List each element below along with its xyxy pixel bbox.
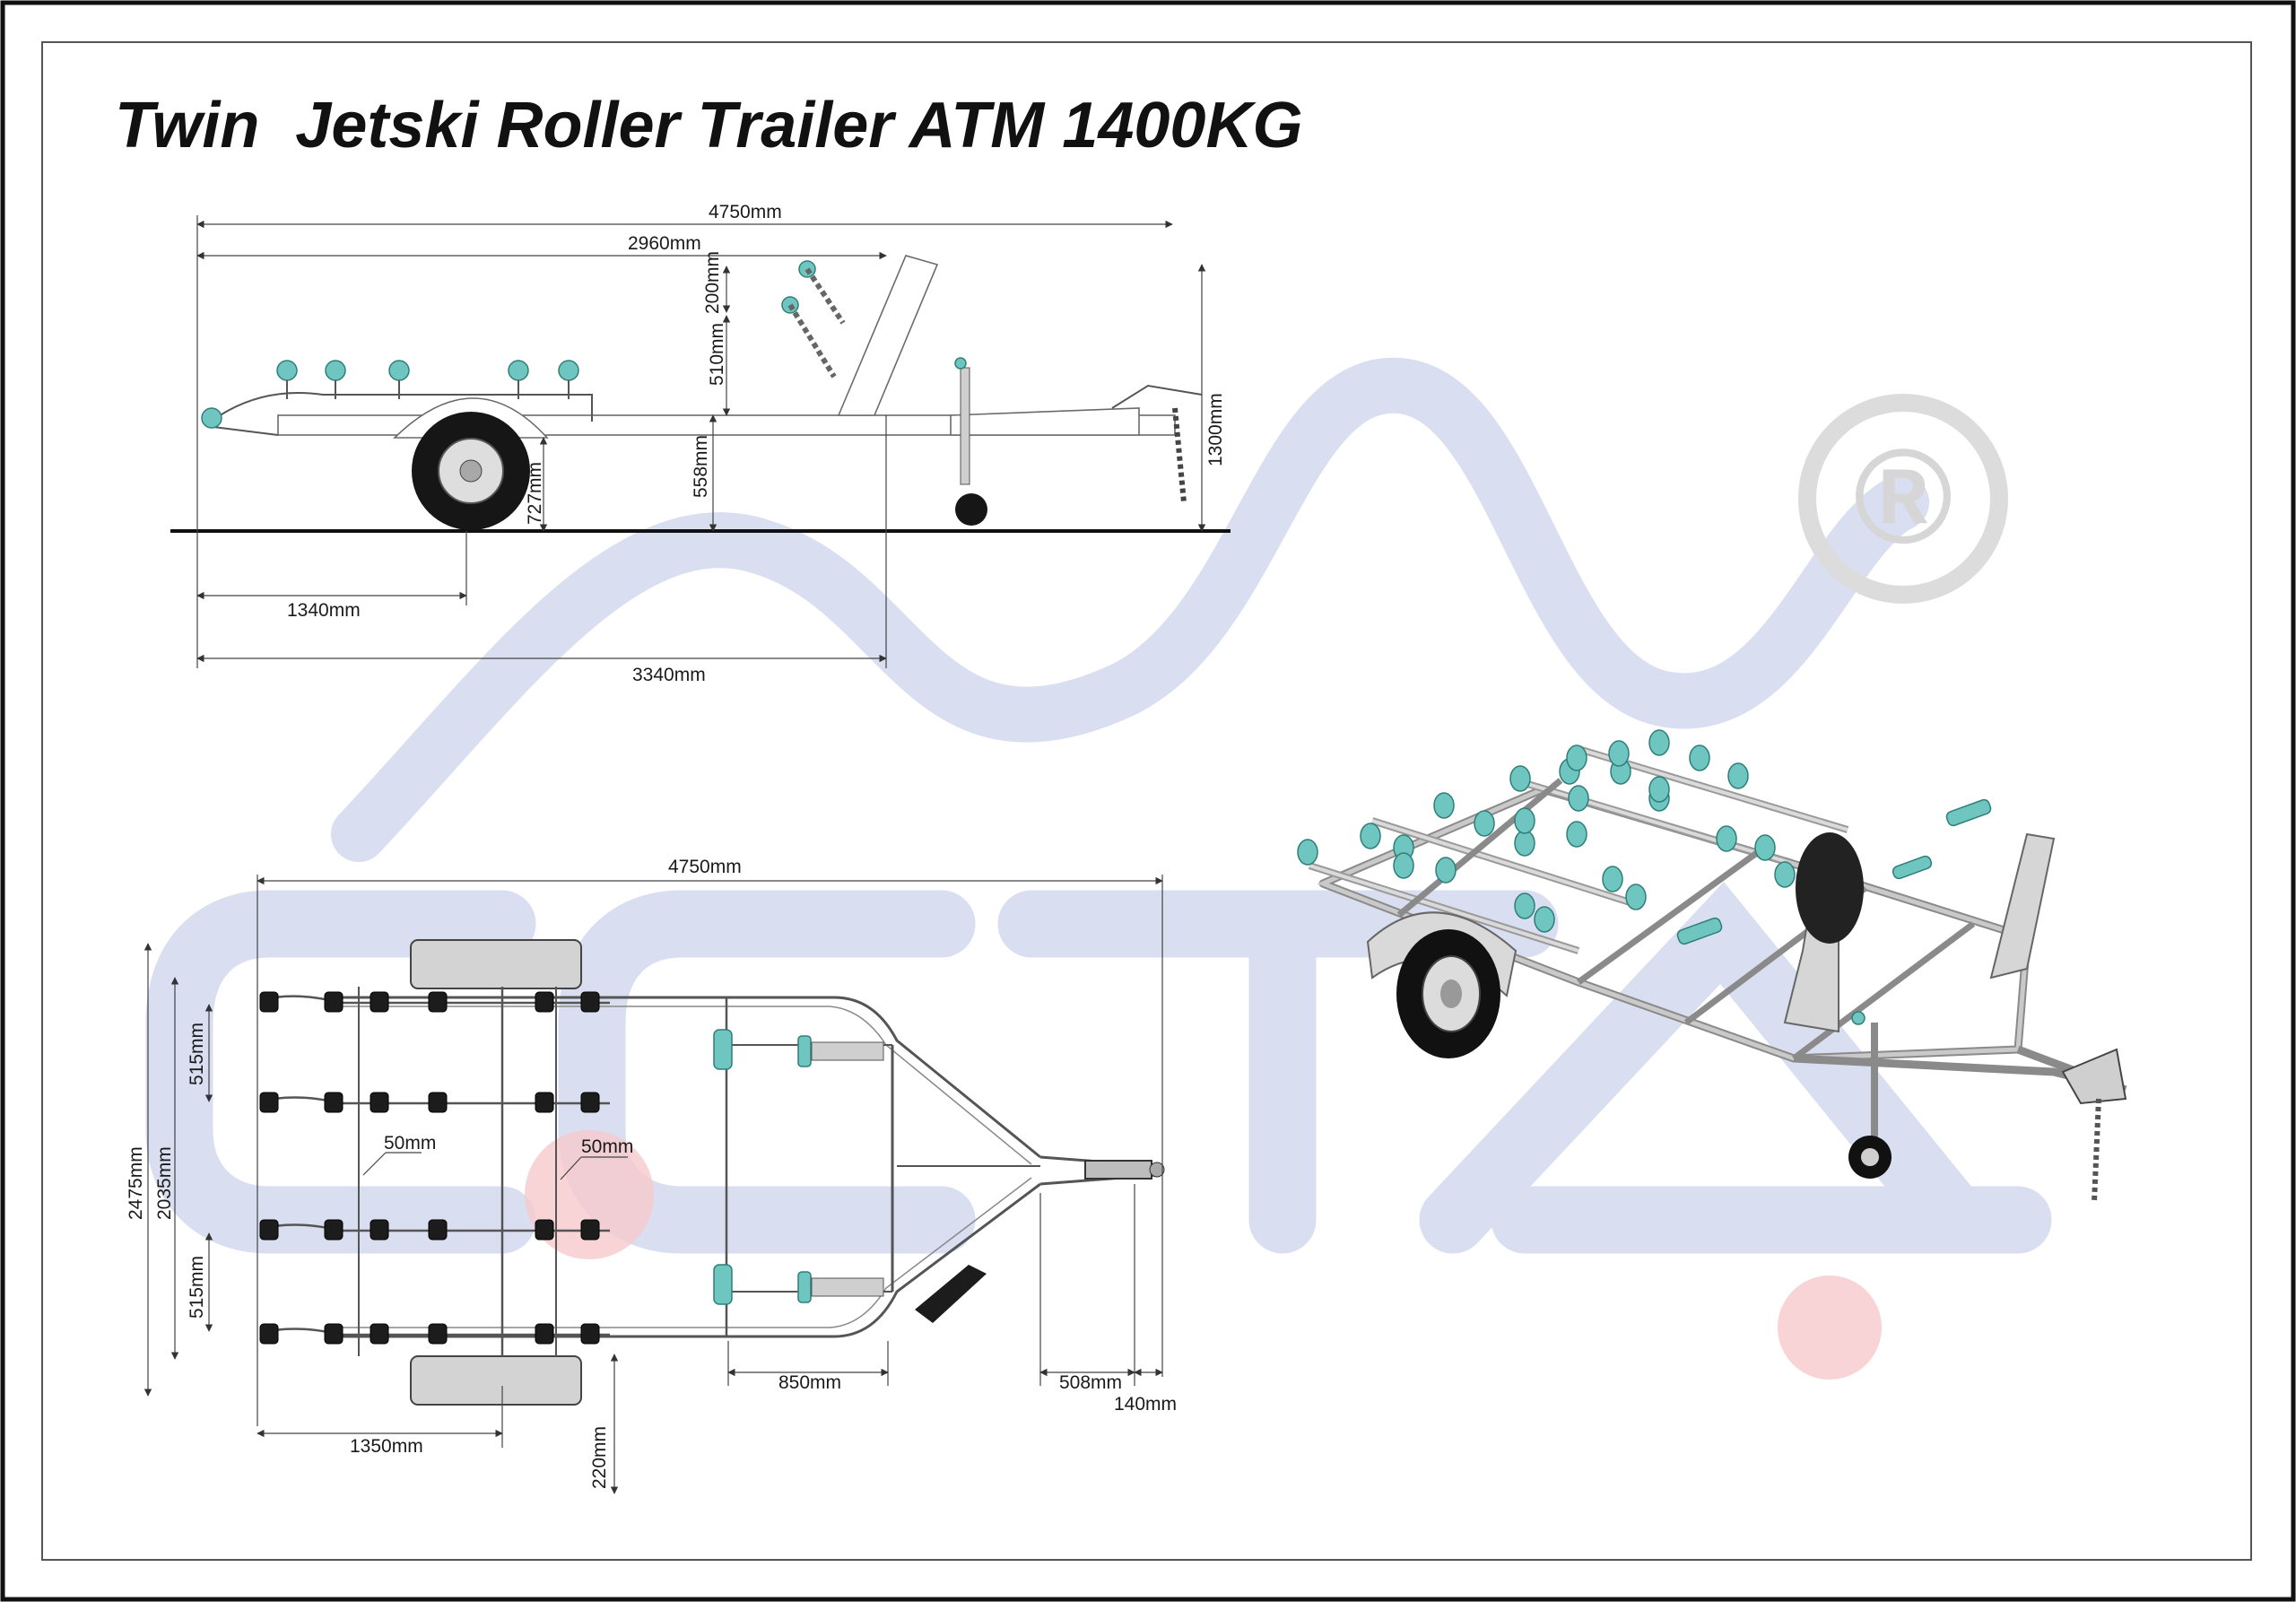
side-view-dimensions: 4750mm 2960mm 200mm 510mm 558mm 727mm 13… bbox=[196, 202, 1226, 685]
side-coupling bbox=[1111, 384, 1203, 409]
top-fender-upper bbox=[410, 939, 582, 989]
side-roller-4 bbox=[388, 360, 410, 381]
dim-top-1350: 1350mm bbox=[350, 1436, 423, 1457]
side-roller-6 bbox=[558, 360, 579, 381]
top-fender-lower bbox=[410, 1355, 582, 1406]
side-view-drawing bbox=[170, 255, 1231, 533]
dim-side-727: 727mm bbox=[525, 462, 545, 525]
watermark-wave bbox=[331, 357, 1929, 862]
dim-side-2960: 2960mm bbox=[628, 233, 701, 254]
dim-top-50-right: 50mm bbox=[581, 1136, 633, 1157]
side-jockey-post bbox=[960, 367, 970, 485]
top-rollers bbox=[259, 991, 600, 1345]
side-roller-5 bbox=[508, 360, 529, 381]
dim-side-558: 558mm bbox=[691, 435, 711, 498]
dim-top-2035: 2035mm bbox=[154, 1146, 175, 1220]
top-winch-post-upper bbox=[811, 1041, 884, 1061]
watermark-letter-a bbox=[1419, 882, 2052, 1254]
top-coupling bbox=[1084, 1160, 1152, 1180]
side-wheel-hub bbox=[459, 459, 483, 483]
side-jockey-handle bbox=[954, 357, 967, 370]
top-main-frame-inner bbox=[341, 1006, 1032, 1328]
top-winch-post-lower bbox=[811, 1277, 884, 1297]
dim-top-515-lower: 515mm bbox=[187, 1256, 207, 1319]
dim-side-200: 200mm bbox=[702, 251, 723, 314]
top-coupling-ball bbox=[1149, 1162, 1165, 1178]
persp-cross-members bbox=[1396, 778, 1976, 1061]
dim-top-50-left: 50mm bbox=[384, 1133, 436, 1154]
side-rear-bunk bbox=[210, 392, 593, 422]
side-roller-3 bbox=[325, 360, 346, 381]
dim-top-515-upper: 515mm bbox=[187, 1023, 207, 1085]
top-view-drawing bbox=[259, 939, 1165, 1406]
dim-top-508: 508mm bbox=[1059, 1372, 1122, 1393]
dim-side-3340: 3340mm bbox=[632, 665, 706, 685]
side-jockey-wheel bbox=[955, 493, 987, 526]
persp-wheel-far bbox=[1796, 832, 1864, 944]
side-bow-post bbox=[837, 255, 939, 416]
dim-top-850: 850mm bbox=[778, 1372, 841, 1393]
side-bow-chain bbox=[787, 267, 846, 379]
watermark-dot-right bbox=[1778, 1276, 1882, 1380]
side-rear-bunk-arm bbox=[205, 425, 279, 436]
dim-top-2475: 2475mm bbox=[126, 1146, 146, 1220]
top-view-dimensions: 4750mm 515mm 515mm 2475mm 2035mm 50mm 50… bbox=[126, 857, 1177, 1494]
registered-symbol-text: ® bbox=[1854, 421, 1953, 571]
top-jockey-wheel bbox=[915, 1265, 987, 1323]
dim-top-140: 140mm bbox=[1114, 1394, 1177, 1415]
persp-rollers bbox=[1297, 729, 1796, 933]
watermark-letter-c1 bbox=[145, 890, 536, 1254]
perspective-view-drawing bbox=[1297, 729, 2127, 1203]
inner-border bbox=[41, 41, 2252, 1561]
persp-coupling bbox=[2061, 1048, 2127, 1105]
page-title: Twin Jetski Roller Trailer ATM 1400KG bbox=[115, 90, 1302, 161]
dim-side-1340: 1340mm bbox=[287, 600, 361, 621]
side-safety-chain bbox=[1172, 407, 1187, 503]
dim-side-1300: 1300mm bbox=[1205, 393, 1226, 466]
persp-rear-bow-post bbox=[1989, 832, 2056, 979]
dim-top-220: 220mm bbox=[589, 1426, 610, 1489]
dim-side-4750: 4750mm bbox=[709, 202, 782, 222]
persp-safety-chain bbox=[2092, 1098, 2101, 1203]
side-roller-1 bbox=[201, 407, 222, 429]
top-bow-rollers bbox=[713, 1029, 812, 1305]
dim-side-510: 510mm bbox=[707, 323, 727, 386]
dim-top-4750: 4750mm bbox=[668, 857, 742, 877]
side-roller-2 bbox=[276, 360, 298, 381]
side-drawbar bbox=[950, 407, 1140, 436]
registered-mark: ® bbox=[1798, 394, 2008, 604]
